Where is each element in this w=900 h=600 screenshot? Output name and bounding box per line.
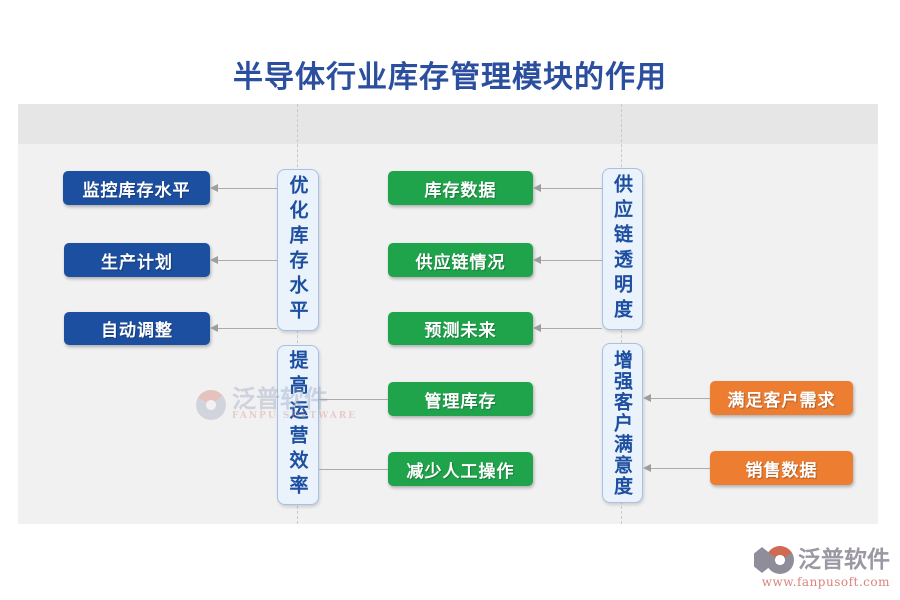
diagram-canvas: 监控库存水平 生产计划 自动调整 优化库存水平 提高运营效率 库存数据 供应链情…	[18, 104, 878, 524]
hub-improve-operational-efficiency: 提高运营效率	[277, 345, 319, 505]
node-meet-customer-demand: 满足客户需求	[710, 381, 853, 415]
connector-meetdemand-to-satisfaction	[651, 398, 710, 399]
footer-logo-disc-icon	[766, 546, 794, 574]
node-inventory-data: 库存数据	[388, 171, 533, 205]
hub-enhance-customer-satisfaction: 增强客户满意度	[602, 343, 643, 503]
page-title: 半导体行业库存管理模块的作用	[233, 60, 667, 95]
node-reduce-manual-operations: 减少人工操作	[388, 452, 533, 486]
arrowhead-transparency-to-inventorydata	[533, 184, 541, 192]
node-supply-chain-status: 供应链情况	[388, 243, 533, 277]
footer-logo: 泛普软件 www.fanpusoft.com	[740, 546, 890, 589]
arrowhead-transparency-to-forecast	[533, 324, 541, 332]
node-auto-adjust: 自动调整	[64, 312, 210, 345]
hub-supply-chain-transparency: 供应链透明度	[602, 168, 643, 330]
arrowhead-optimize-to-production	[210, 256, 218, 264]
connector-optimize-to-monitor	[218, 188, 277, 189]
connector-efficiency-to-reducemanual	[319, 469, 388, 470]
arrowhead-transparency-to-supplystatus	[533, 256, 541, 264]
arrowhead-optimize-to-autoadjust	[210, 324, 218, 332]
arrowhead-meetdemand-to-satisfaction	[643, 394, 651, 402]
connector-transparency-to-forecast	[541, 328, 602, 329]
footer-logo-diamond-icon	[754, 547, 770, 573]
connector-optimize-to-production	[218, 260, 277, 261]
footer-website: www.fanpusoft.com	[761, 575, 890, 589]
watermark-logo-icon	[196, 389, 226, 420]
connector-transparency-to-inventorydata	[541, 188, 602, 189]
connector-efficiency-to-manage	[319, 399, 388, 400]
node-monitor-inventory-level: 监控库存水平	[63, 171, 210, 205]
hub-optimize-inventory-level: 优化库存水平	[277, 169, 319, 331]
arrowhead-optimize-to-monitor	[210, 184, 218, 192]
arrowhead-salesdata-to-satisfaction	[643, 464, 651, 472]
footer-brand: 泛普软件	[798, 546, 890, 573]
connector-salesdata-to-satisfaction	[651, 468, 710, 469]
connector-optimize-to-autoadjust	[218, 328, 277, 329]
canvas-header-band	[18, 104, 878, 144]
node-production-plan: 生产计划	[64, 243, 210, 277]
node-sales-data: 销售数据	[710, 451, 853, 485]
node-manage-inventory: 管理库存	[388, 382, 533, 416]
connector-transparency-to-supplystatus	[541, 260, 602, 261]
node-forecast-future: 预测未来	[388, 312, 533, 345]
